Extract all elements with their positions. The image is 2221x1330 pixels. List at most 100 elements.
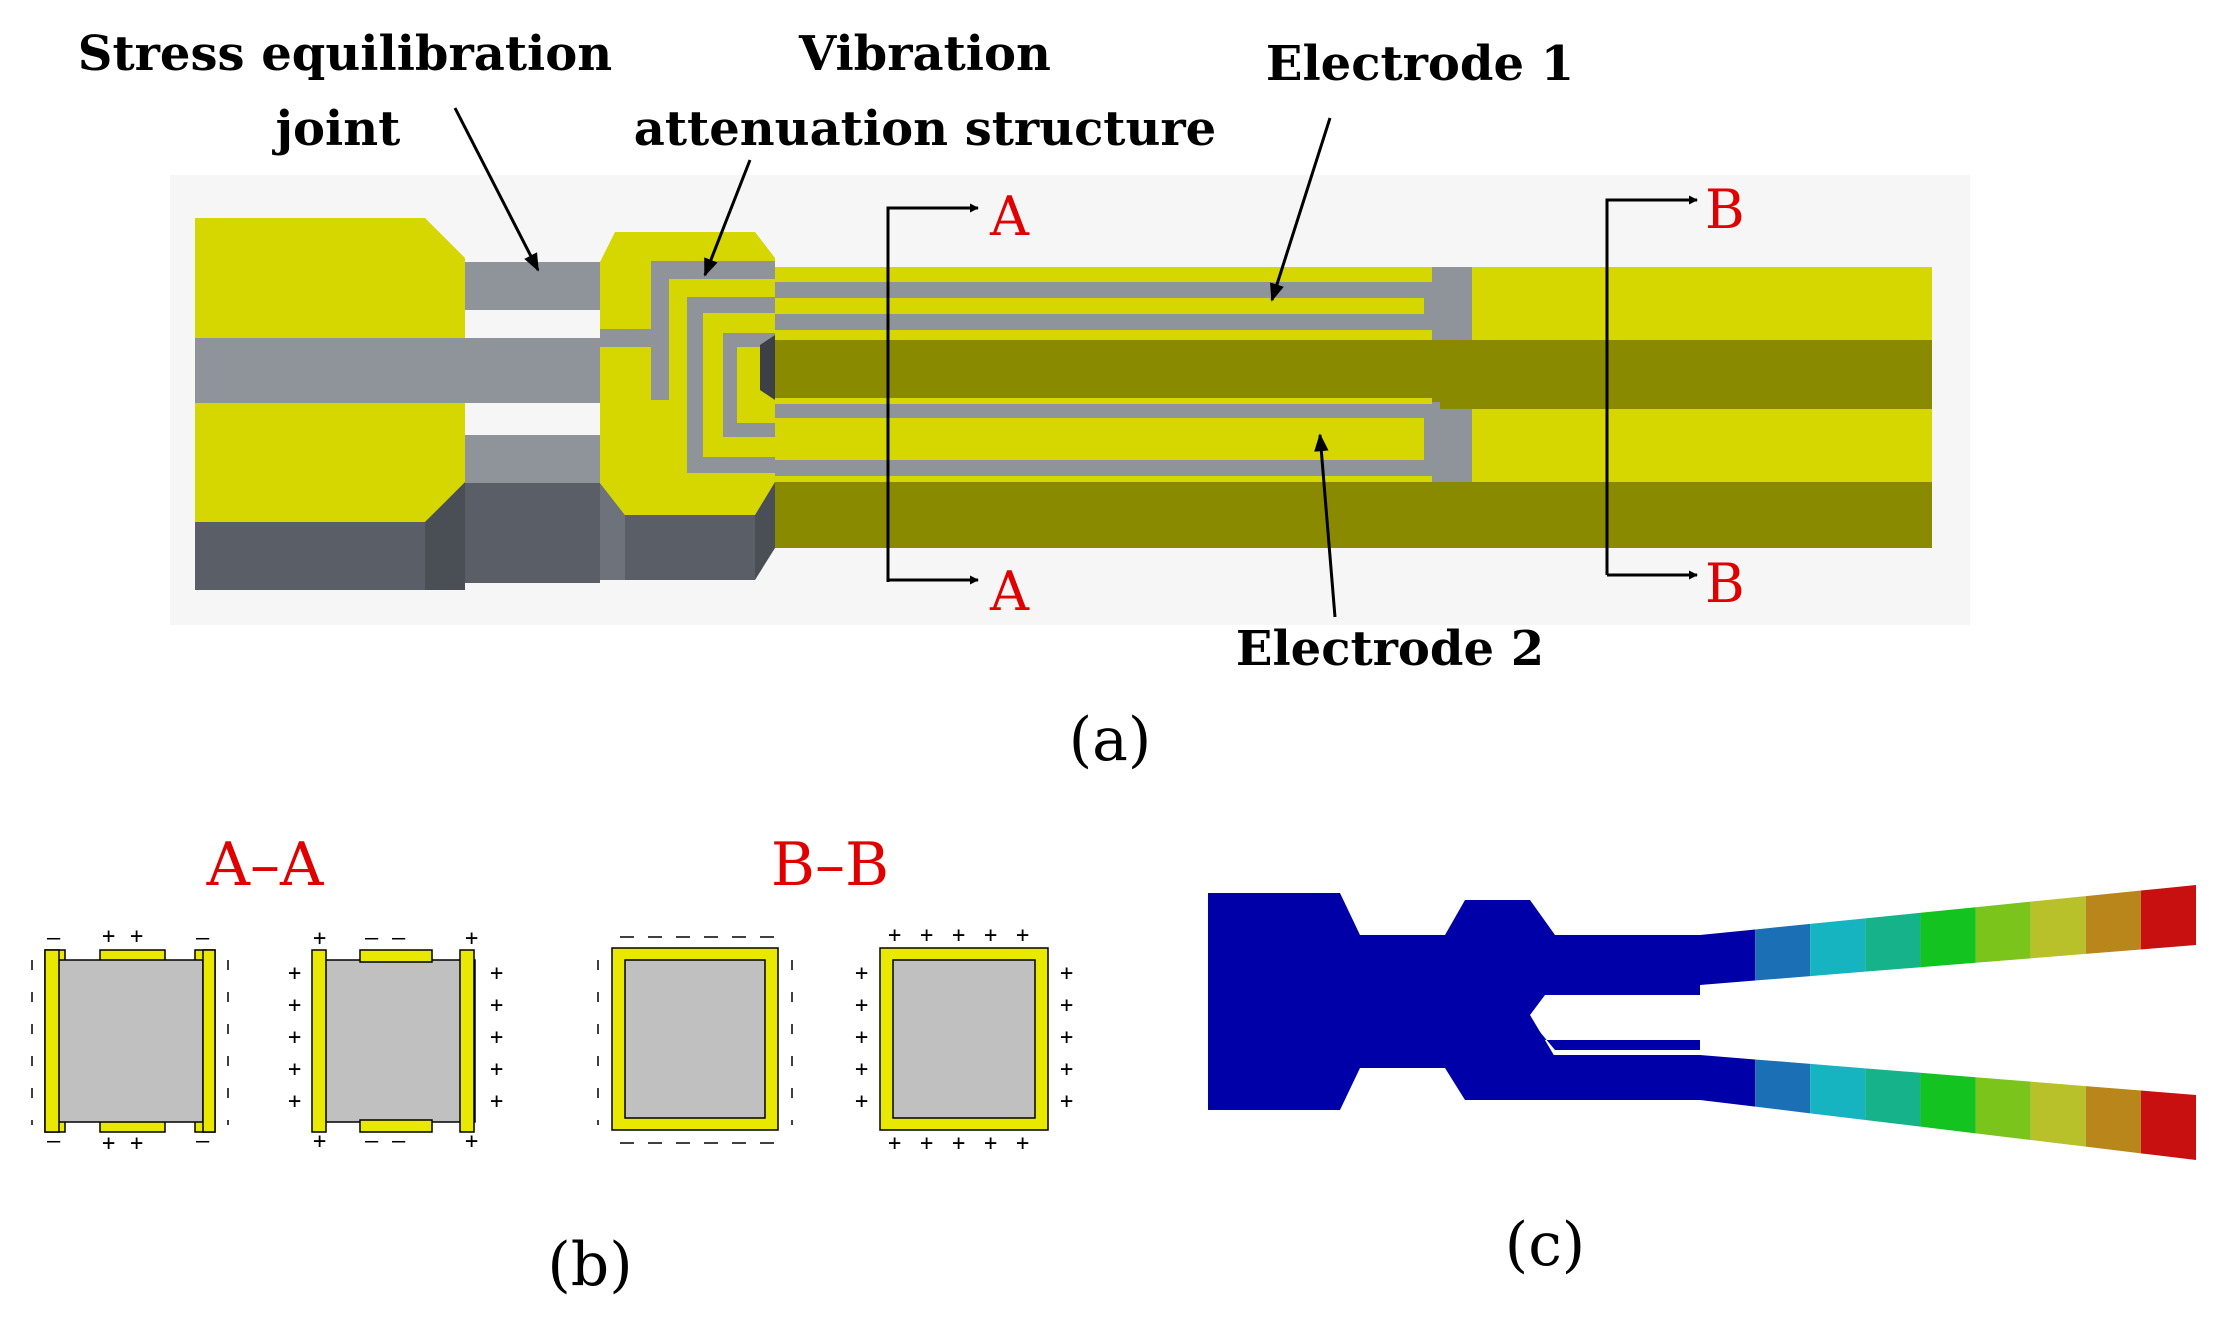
svg-text:+: +: [1060, 961, 1073, 986]
svg-text:+: +: [888, 923, 901, 948]
svg-text:+: +: [1060, 993, 1073, 1018]
svg-text:–: –: [47, 1129, 61, 1154]
deformed-arm-lower: [1700, 1055, 2196, 1160]
svg-text:+: +: [490, 961, 503, 986]
svg-text:+: +: [855, 961, 868, 986]
svg-text:+: +: [1060, 1089, 1073, 1114]
stress-joint-label-line1: Stress equilibration: [78, 26, 612, 82]
stress-joint-arrow: [453, 107, 540, 272]
svg-text:+: +: [313, 926, 326, 951]
substrate-channel: [195, 338, 660, 403]
svg-text:–: –: [392, 926, 406, 951]
vibration-arrow: [703, 159, 752, 277]
svg-text:+: +: [490, 1057, 503, 1082]
electrode-1-arrow: [1270, 117, 1332, 302]
svg-text:+: +: [984, 923, 997, 948]
svg-text:–: –: [47, 926, 61, 951]
charges-aa-right: + – – + + – – + + + + + + + + + + +: [288, 926, 503, 1154]
svg-text:+: +: [984, 1131, 997, 1156]
svg-text:+: +: [1016, 923, 1029, 948]
svg-text:+: +: [102, 1131, 115, 1156]
svg-text:–: –: [365, 1129, 379, 1154]
upper-arm-band-6: [2030, 896, 2086, 959]
upper-arm-band-5: [1975, 901, 2031, 963]
caption-a: (a): [1069, 705, 1152, 775]
svg-text:–: –: [196, 926, 210, 951]
svg-text:+: +: [952, 1131, 965, 1156]
vibration-label-line2: attenuation structure: [634, 101, 1216, 157]
section-aa-left: [44, 949, 216, 1133]
svg-text:–: –: [392, 1129, 406, 1154]
svg-text:+: +: [855, 993, 868, 1018]
svg-text:+: +: [102, 924, 115, 949]
electrode-2-arrow: [1314, 433, 1337, 618]
svg-text:+: +: [288, 1025, 301, 1050]
svg-text:+: +: [465, 1129, 478, 1154]
svg-text:+: +: [490, 1025, 503, 1050]
lower-arm-band-1: [1755, 1059, 1811, 1114]
caption-c: (c): [1505, 1210, 1585, 1280]
upper-arm-band-7: [2085, 890, 2141, 954]
section-line-a-top: [886, 203, 979, 582]
stress-joint-label-line2: joint: [272, 101, 401, 157]
charges-bb-left: [597, 936, 793, 1144]
svg-text:–: –: [196, 1129, 210, 1154]
stress-joint-side: [465, 483, 600, 583]
upper-arm-band-1: [1755, 923, 1811, 981]
panel-b: A–A B–B: [31, 830, 1073, 1300]
section-label-a-bottom: A: [989, 560, 1030, 623]
svg-text:+: +: [920, 923, 933, 948]
section-label-a-top: A: [989, 185, 1030, 248]
svg-text:+: +: [855, 1089, 868, 1114]
svg-text:+: +: [490, 993, 503, 1018]
lower-arm-band-6: [2030, 1081, 2086, 1147]
svg-text:+: +: [920, 1131, 933, 1156]
lower-arm-band-0: [1700, 1055, 1756, 1107]
upper-arm-band-3: [1865, 912, 1921, 972]
svg-text:+: +: [465, 926, 478, 951]
stress-joint-top: [465, 262, 600, 310]
section-line-b-top: [1605, 195, 1698, 575]
svg-text:–: –: [365, 926, 379, 951]
svg-text:+: +: [1016, 1131, 1029, 1156]
svg-text:+: +: [288, 1089, 301, 1114]
lower-arm-band-3: [1865, 1068, 1921, 1127]
upper-arm-band-8: [2140, 885, 2196, 950]
panel-a: A A B B Stress equilibration joint Vibra…: [78, 26, 1970, 775]
caption-b: (b): [547, 1230, 632, 1300]
electrode-1-label: Electrode 1: [1266, 36, 1574, 92]
svg-text:+: +: [288, 961, 301, 986]
section-title-aa: A–A: [206, 830, 324, 900]
charges-aa-left: – + + – – + + –: [31, 924, 229, 1156]
svg-text:+: +: [855, 1025, 868, 1050]
svg-text:+: +: [952, 923, 965, 948]
section-bb-right: [879, 947, 1049, 1131]
lower-arm-band-7: [2085, 1086, 2141, 1154]
upper-arm-band-4: [1920, 907, 1976, 968]
vibration-trace-loop: [687, 297, 775, 473]
lower-arm-band-4: [1920, 1072, 1976, 1134]
svg-text:+: +: [130, 1131, 143, 1156]
upper-arm-band-2: [1810, 918, 1866, 977]
lower-arm-band-5: [1975, 1077, 2031, 1140]
deformed-arm-upper: [1700, 885, 2196, 985]
panel-c: (c): [1208, 885, 2196, 1280]
svg-text:+: +: [888, 1131, 901, 1156]
svg-text:+: +: [855, 1057, 868, 1082]
section-bb-left: [611, 947, 779, 1131]
svg-text:+: +: [313, 1129, 326, 1154]
upper-arm-band-0: [1700, 929, 1756, 985]
lower-arm-band-8: [2140, 1090, 2196, 1160]
svg-text:+: +: [130, 924, 143, 949]
left-block-side: [195, 482, 465, 590]
svg-text:+: +: [490, 1089, 503, 1114]
section-label-b-bottom: B: [1705, 552, 1745, 615]
electrode-2-label: Electrode 2: [1236, 621, 1544, 677]
stress-joint-bottom: [465, 435, 600, 483]
svg-text:+: +: [1060, 1025, 1073, 1050]
section-label-b-top: B: [1705, 178, 1745, 241]
svg-text:+: +: [1060, 1057, 1073, 1082]
section-title-bb: B–B: [771, 830, 889, 900]
svg-text:+: +: [288, 1057, 301, 1082]
